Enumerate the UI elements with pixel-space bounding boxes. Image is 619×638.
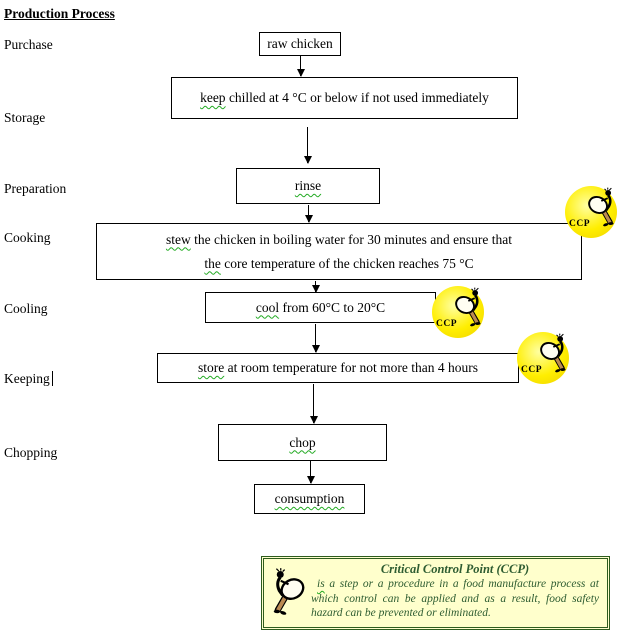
ccp-badge-cooking[interactable]: CCP	[565, 186, 617, 238]
ccp-badge-label: CCP	[521, 365, 543, 375]
inspector-clipart-icon	[272, 567, 307, 616]
flow-arrow-purchase-storage	[296, 56, 305, 77]
ccp-badge-keeping[interactable]: CCP	[517, 332, 569, 384]
flow-arrow-storage-preparation	[303, 127, 312, 164]
flow-box-rinse-text: rinse	[294, 178, 322, 193]
flow-arrow-preparation-cooking	[304, 205, 313, 223]
stage-label-keeping: Keeping	[4, 371, 54, 387]
inspector-clipart-icon	[586, 187, 615, 227]
inspector-clipart-icon	[453, 287, 482, 327]
flow-arrow-keeping-chopping	[309, 384, 318, 424]
flow-box-rinse[interactable]: rinse	[236, 168, 380, 204]
stage-label-cooking: Cooking	[4, 230, 51, 245]
flow-box-store[interactable]: store at room temperature for not more t…	[157, 353, 519, 383]
flow-box-consumption-text: consumption	[274, 491, 345, 506]
ccp-badge-label: CCP	[569, 219, 591, 229]
ccp-badge-cooling[interactable]: CCP	[432, 286, 484, 338]
stage-label-preparation: Preparation	[4, 181, 67, 196]
stage-label-chopping: Chopping	[4, 445, 58, 460]
flow-arrow-cooking-cooling	[311, 281, 320, 293]
flow-arrow-chopping-consumption	[306, 461, 315, 484]
flow-box-stew[interactable]: stew the chicken in boiling water for 30…	[96, 223, 582, 280]
flow-box-store-text: store at room temperature for not more t…	[197, 360, 479, 375]
flow-box-stew-line2: the core temperature of the chicken reac…	[204, 255, 474, 271]
flow-box-chop-text: chop	[289, 434, 316, 450]
flow-box-stew-line1: stew the chicken in boiling water for 30…	[165, 231, 513, 247]
inspector-clipart-icon	[538, 333, 567, 373]
flow-box-keep-chilled[interactable]: keep chilled at 4 °C or below if not use…	[171, 77, 518, 119]
ccp-legend-box[interactable]: Critical Control Point (CCP) is a step o…	[261, 556, 610, 630]
ccp-badge-label: CCP	[436, 319, 458, 329]
page-title: Production Process	[4, 6, 115, 21]
flow-box-raw-chicken[interactable]: raw chicken	[259, 32, 341, 56]
legend-body: is a step or a procedure in a food manuf…	[311, 578, 599, 619]
stage-label-storage: Storage	[4, 110, 46, 125]
legend-title: Critical Control Point (CCP)	[380, 562, 530, 576]
stage-label-purchase: Purchase	[4, 37, 53, 52]
flow-box-chop[interactable]: chop	[218, 424, 387, 461]
flow-box-consumption[interactable]: consumption	[254, 484, 365, 514]
flow-box-raw-chicken-text: raw chicken	[267, 36, 333, 51]
flow-box-keep-chilled-text: keep chilled at 4 °C or below if not use…	[200, 90, 489, 105]
flow-arrow-cooling-keeping	[311, 324, 320, 353]
text-cursor	[51, 371, 54, 386]
stage-label-keeping-text: Keeping	[4, 371, 50, 386]
stage-label-cooling: Cooling	[4, 301, 48, 316]
flow-box-cool[interactable]: cool from 60°C to 20°C	[205, 292, 436, 323]
flow-box-cool-text: cool from 60°C to 20°C	[255, 299, 386, 315]
